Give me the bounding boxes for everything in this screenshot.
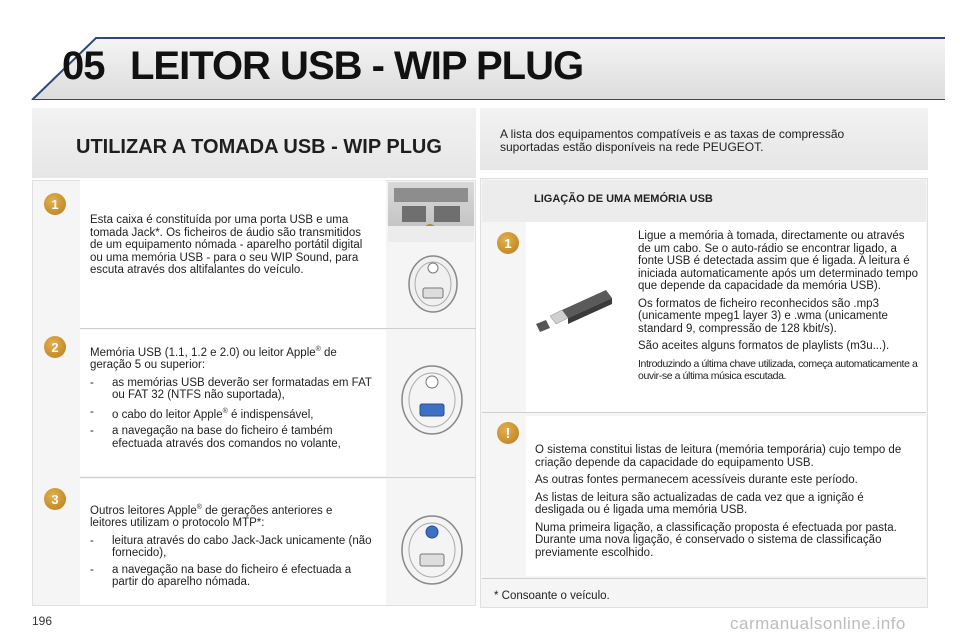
intro-text: A lista dos equipamentos compatíveis e a…: [500, 127, 845, 154]
usb-instructions-text: Ligue a memória à tomada, directamente o…: [638, 230, 918, 382]
dashboard-photo: [388, 182, 474, 242]
chapter-header: [0, 0, 960, 101]
usb-connection-title: LIGAÇÃO DE UMA MEMÓRIA USB: [534, 193, 713, 205]
footnote: * Consoante o veículo.: [494, 590, 610, 602]
right-step-badge-1: 1: [497, 232, 519, 254]
step-badge-2: 2: [44, 336, 66, 358]
intro-panel: A lista dos equipamentos compatíveis e a…: [480, 108, 928, 170]
subtitle-bar: [482, 180, 926, 222]
warning-icon: !: [497, 422, 519, 444]
list-item: -a navegação na base do ficheiro é efect…: [90, 563, 352, 589]
step-3-box: [80, 479, 386, 605]
warning-box: [526, 416, 926, 576]
dashboard-console-icon: [388, 188, 474, 242]
step-1-box: [80, 180, 386, 328]
chapter-number: 05: [62, 44, 105, 88]
usb-stick-icon: [532, 284, 616, 334]
step-3-text: Outros leitores Apple® de gerações anter…: [90, 504, 372, 589]
usb-instructions-box: [526, 222, 926, 412]
list-item: -leitura através do cabo Jack-Jack unica…: [90, 534, 372, 560]
step-2-text: Memória USB (1.1, 1.2 e 2.0) ou leitor A…: [90, 346, 372, 450]
usb-socket-highlight-icon: [396, 362, 468, 438]
step-2-box: [80, 330, 386, 476]
section-title: UTILIZAR A TOMADA USB - WIP PLUG: [76, 136, 442, 158]
usb-jack-socket-icon: [402, 248, 464, 318]
watermark: carmanualsonline.info: [730, 614, 906, 633]
step-badge-1: 1: [44, 193, 66, 215]
section-title-panel: UTILIZAR A TOMADA USB - WIP PLUG: [32, 108, 476, 178]
jack-socket-highlight-icon: [396, 512, 468, 588]
list-item: -as memórias USB deverão ser formatadas …: [90, 376, 372, 402]
step-1-text: Esta caixa é constituída por uma porta U…: [90, 214, 363, 276]
warning-text: O sistema constitui listas de leitura (m…: [535, 444, 902, 559]
list-item: -a navegação na base do ficheiro é també…: [90, 425, 341, 450]
list-item: -o cabo do leitor Apple® é indispensável…: [90, 405, 314, 421]
step-badge-3: 3: [44, 488, 66, 510]
page-number: 196: [32, 614, 53, 628]
chapter-title: LEITOR USB - WIP PLUG: [130, 44, 584, 88]
